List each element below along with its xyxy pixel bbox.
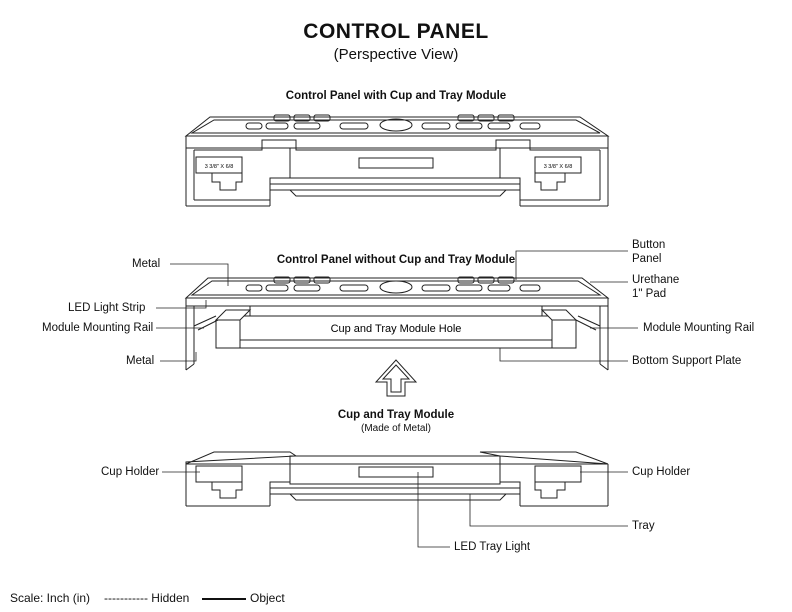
label-tray: Tray: [632, 520, 655, 532]
view2-heading: Control Panel without Cup and Tray Modul…: [276, 254, 516, 266]
module-hole-label: Cup and Tray Module Hole: [331, 323, 462, 335]
label-led-tray-light: LED Tray Light: [454, 541, 531, 553]
object-line-swatch: [202, 597, 246, 600]
view3-heading: Cup and Tray Module: [337, 409, 455, 421]
label-module-mounting-rail-left: Module Mounting Rail: [42, 322, 154, 334]
legend-object: Object: [202, 591, 285, 605]
label-cup-holder-right: Cup Holder: [632, 466, 691, 478]
view3-subheading: (Made of Metal): [360, 423, 432, 434]
label-metal-bottom: Metal: [126, 355, 155, 367]
legend-scale: Scale: Inch (in): [10, 591, 91, 605]
label-button-panel-line1: Button: [632, 239, 666, 251]
label-cup-holder-left: Cup Holder: [101, 466, 160, 478]
up-arrow-icon: [374, 359, 418, 397]
label-bottom-support-plate: Bottom Support Plate: [632, 355, 742, 367]
view3-cup-tray-module: [185, 451, 609, 507]
view2-leader-lines: [156, 250, 638, 362]
page-title: CONTROL PANEL: [303, 20, 489, 43]
cup-size-label-right: 3 3/8" X 6/8: [544, 164, 573, 170]
view1-panel-with-module: [184, 114, 610, 207]
view3-leader-lines: [162, 471, 628, 548]
label-module-mounting-rail-right: Module Mounting Rail: [643, 322, 755, 334]
label-urethane-line2: 1" Pad: [632, 288, 667, 300]
label-button-panel-line2: Panel: [632, 253, 662, 265]
view2-panel-without-module: [184, 276, 610, 371]
label-urethane-line1: Urethane: [632, 274, 680, 286]
label-led-light-strip: LED Light Strip: [68, 302, 146, 314]
label-metal-top: Metal: [132, 258, 161, 270]
view1-button-panel: [245, 114, 541, 132]
page-subtitle: (Perspective View): [333, 46, 459, 63]
view1-heading: Control Panel with Cup and Tray Module: [285, 90, 507, 102]
legend-object-label: Object: [250, 591, 285, 605]
view2-button-panel: [245, 276, 541, 294]
cup-size-label-left: 3 3/8" X 6/8: [205, 164, 234, 170]
legend-hidden: ----------- Hidden: [104, 591, 190, 605]
